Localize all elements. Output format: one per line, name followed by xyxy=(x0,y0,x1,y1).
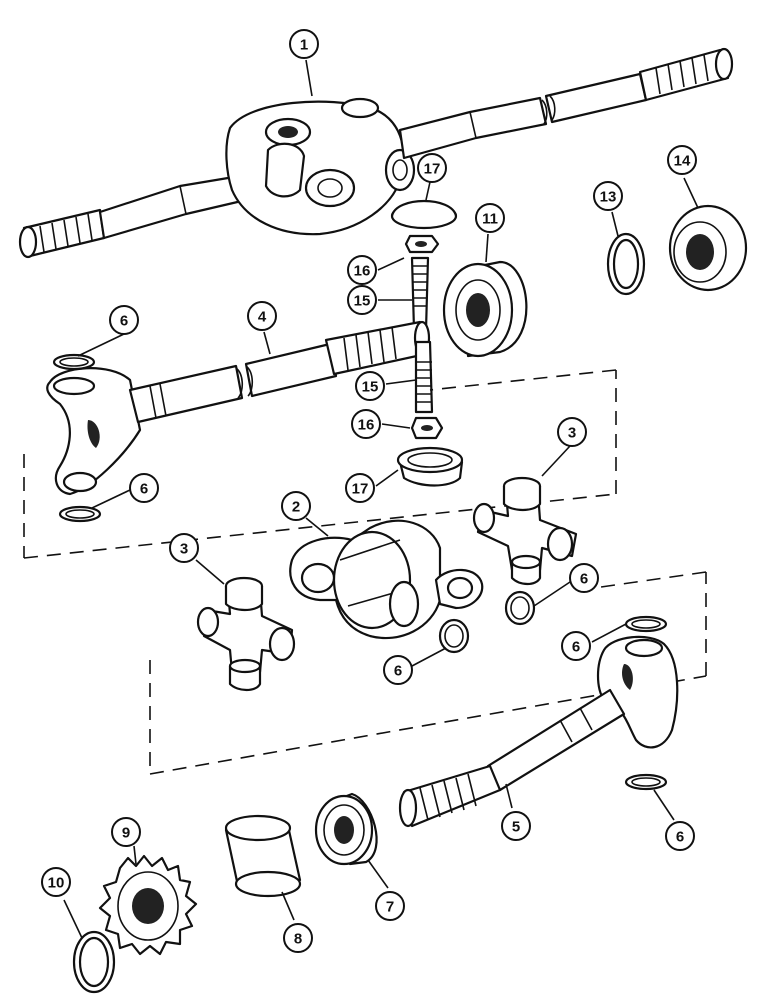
callout-6-f-label: 6 xyxy=(676,829,684,846)
callout-5-label: 5 xyxy=(512,819,520,836)
callout-1-label: 1 xyxy=(300,37,308,54)
inner-axle-shaft xyxy=(46,320,431,496)
callout-2-label: 2 xyxy=(292,499,300,516)
callout-6-b-label: 6 xyxy=(140,481,148,498)
callout-6-b: 6 xyxy=(129,473,159,503)
callout-2: 2 xyxy=(281,491,311,521)
callout-16-bottom: 16 xyxy=(351,409,381,439)
callout-6-c-label: 6 xyxy=(580,571,588,588)
callout-6-a: 6 xyxy=(109,305,139,335)
callout-17-top: 17 xyxy=(417,153,447,183)
callout-8-label: 8 xyxy=(294,931,302,948)
cup-bottom xyxy=(396,446,464,487)
cross-3-left xyxy=(196,576,296,692)
callout-14: 14 xyxy=(667,145,697,175)
callout-14-label: 14 xyxy=(674,153,691,170)
callout-3-right: 3 xyxy=(557,417,587,447)
snap-ring-13 xyxy=(606,232,646,296)
ring-6-b xyxy=(58,505,102,523)
differential-case xyxy=(289,519,484,640)
ring-6-e xyxy=(624,615,668,633)
ring-6-c xyxy=(504,590,536,626)
callout-4: 4 xyxy=(247,301,277,331)
callout-17-bottom: 17 xyxy=(345,473,375,503)
callout-15-bottom: 15 xyxy=(355,371,385,401)
cap-top xyxy=(390,199,458,230)
callout-6-c: 6 xyxy=(569,563,599,593)
callout-3-left: 3 xyxy=(169,533,199,563)
callout-8: 8 xyxy=(283,923,313,953)
outer-axle-shaft xyxy=(398,635,679,828)
callout-6-f: 6 xyxy=(665,821,695,851)
callout-16-top: 16 xyxy=(347,255,377,285)
axle-shaft-assembly xyxy=(18,47,734,259)
cross-3-right xyxy=(472,476,578,586)
callout-6-e: 6 xyxy=(561,631,591,661)
callout-15-top-label: 15 xyxy=(354,293,371,310)
nut-top xyxy=(404,234,440,254)
callout-3-right-label: 3 xyxy=(568,425,576,442)
callout-6-e-label: 6 xyxy=(572,639,580,656)
dashed-group-outline-lower xyxy=(149,571,707,775)
callout-15-bottom-label: 15 xyxy=(362,379,379,396)
seal-14 xyxy=(668,204,748,292)
callout-17-bottom-label: 17 xyxy=(352,481,369,498)
callout-3-left-label: 3 xyxy=(180,541,188,558)
callout-16-bottom-label: 16 xyxy=(358,417,375,434)
callout-15-top: 15 xyxy=(347,285,377,315)
snap-ring-10 xyxy=(72,930,116,994)
callout-10-label: 10 xyxy=(48,875,65,892)
callout-13-label: 13 xyxy=(600,189,617,206)
callout-1: 1 xyxy=(289,29,319,59)
callout-9-label: 9 xyxy=(122,825,130,842)
callout-11-label: 11 xyxy=(482,211,498,228)
gear-9 xyxy=(98,854,198,956)
callout-17-top-label: 17 xyxy=(424,161,441,178)
dashed-group-outline-upper xyxy=(23,369,617,559)
callout-7: 7 xyxy=(375,891,405,921)
callout-4-label: 4 xyxy=(258,309,267,326)
seal-7 xyxy=(314,792,378,866)
leader-lines xyxy=(63,59,699,939)
callout-13: 13 xyxy=(593,181,623,211)
callout-10: 10 xyxy=(41,867,71,897)
ring-6-d xyxy=(438,618,470,654)
stud-top xyxy=(410,256,430,332)
ring-6-f xyxy=(624,773,668,791)
callout-6-d: 6 xyxy=(383,655,413,685)
callout-11: 11 xyxy=(475,203,505,233)
ring-6-a xyxy=(52,353,96,371)
callout-9: 9 xyxy=(111,817,141,847)
nut-bottom xyxy=(410,416,444,440)
bearing xyxy=(442,260,528,358)
sleeve-8 xyxy=(224,814,302,898)
stud-bottom xyxy=(414,340,434,414)
callout-7-label: 7 xyxy=(386,899,394,916)
callout-16-top-label: 16 xyxy=(354,263,371,280)
callout-5: 5 xyxy=(501,811,531,841)
callout-6-a-label: 6 xyxy=(120,313,128,330)
callout-6-d-label: 6 xyxy=(394,663,402,680)
